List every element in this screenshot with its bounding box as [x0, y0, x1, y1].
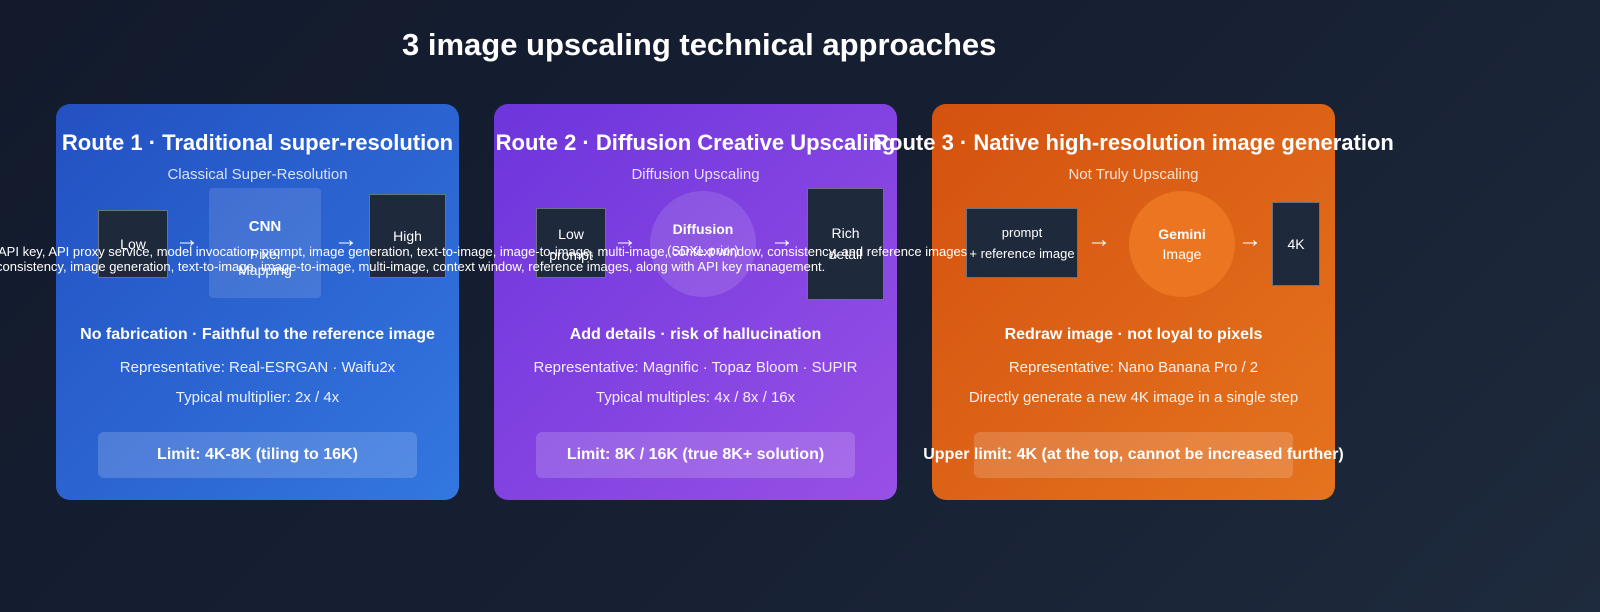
route-1-representative: Representative: Real-ESRGAN · Waifu2x — [119, 359, 396, 376]
route-1-card: Route 1 · Traditional super-resolution C… — [56, 104, 459, 500]
route-3-subtitle: Not Truly Upscaling — [1068, 166, 1199, 183]
route-3-input-line-2: + reference image — [969, 246, 1075, 261]
route-3-process-node: Gemini Image — [1129, 191, 1235, 297]
route-1-multiplier: Typical multiplier: 2x / 4x — [175, 389, 340, 406]
route-3-limit-box — [974, 432, 1293, 478]
right-arrow-icon: → — [334, 226, 358, 253]
route-1-process-line-2: Mapping — [238, 262, 292, 278]
route-2-input-line-2: prompt — [549, 247, 593, 263]
right-arrow-icon: → — [1087, 226, 1111, 253]
route-1-limit: Limit: 4K-8K (tiling to 16K) — [157, 446, 358, 463]
route-3-output-node: 4K — [1272, 202, 1320, 286]
route-3-input-line-1: prompt — [1001, 225, 1043, 240]
route-1-output-label: High — [393, 227, 422, 244]
route-3-output-label: 4K — [1287, 235, 1305, 252]
route-3-limit: Upper limit: 4K (at the top, cannot be i… — [923, 446, 1344, 463]
route-2-output-line-2: detail — [828, 246, 863, 262]
route-2-title: Route 2 · Diffusion Creative Upscaling — [495, 130, 896, 155]
route-1-limit-box — [98, 432, 417, 478]
route-3-card: Route 3 · Native high-resolution image g… — [873, 104, 1394, 500]
route-3-title: Route 3 · Native high-resolution image g… — [873, 130, 1394, 155]
route-1-input-label: Low — [120, 235, 146, 252]
route-3-process-sub: Image — [1162, 246, 1202, 262]
route-1-output-node: High — [369, 194, 446, 278]
route-1-input-node: Low — [98, 210, 168, 278]
route-2-output-line-1: Rich — [831, 225, 860, 241]
route-1-process-title: CNN — [248, 218, 282, 235]
route-2-process-sub: (SDXL prior) — [667, 242, 739, 258]
page-title: 3 image upscaling technical approaches — [402, 27, 997, 62]
route-3-process-title: Gemini — [1158, 226, 1206, 242]
route-2-subtitle: Diffusion Upscaling — [631, 166, 760, 183]
route-2-limit-box — [536, 432, 855, 478]
route-1-subtitle: Classical Super-Resolution — [167, 166, 348, 183]
route-2-card: Route 2 · Diffusion Creative Upscaling D… — [494, 104, 897, 500]
route-3-headline: Redraw image · not loyal to pixels — [1004, 326, 1263, 343]
route-1-headline: No fabrication · Faithful to the referen… — [80, 326, 435, 343]
route-3-multiplier: Directly generate a new 4K image in a si… — [968, 389, 1299, 406]
route-2-input-line-1: Low — [558, 226, 584, 242]
route-2-input-node: Low prompt — [536, 208, 606, 278]
route-2-output-node: Rich detail — [807, 188, 884, 300]
route-2-process-title: Diffusion — [672, 220, 734, 237]
route-2-process-node: Diffusion (SDXL prior) — [650, 191, 756, 297]
right-arrow-icon: → — [1238, 226, 1262, 253]
right-arrow-icon: → — [613, 226, 637, 253]
route-3-representative: Representative: Nano Banana Pro / 2 — [1008, 359, 1259, 376]
right-arrow-icon: → — [770, 226, 794, 253]
route-1-process-line-1: Pixel — [249, 246, 281, 262]
route-1-title: Route 1 · Traditional super-resolution — [61, 130, 454, 155]
route-1-process-node: CNN Pixel Mapping — [209, 188, 321, 298]
route-3-input-node: prompt + reference image — [966, 208, 1078, 278]
route-2-multiplier: Typical multiples: 4x / 8x / 16x — [595, 389, 796, 406]
right-arrow-icon: → — [175, 226, 199, 253]
route-2-representative: Representative: Magnific · Topaz Bloom ·… — [533, 359, 858, 376]
route-2-limit: Limit: 8K / 16K (true 8K+ solution) — [566, 446, 825, 463]
route-2-headline: Add details · risk of hallucination — [569, 326, 822, 343]
